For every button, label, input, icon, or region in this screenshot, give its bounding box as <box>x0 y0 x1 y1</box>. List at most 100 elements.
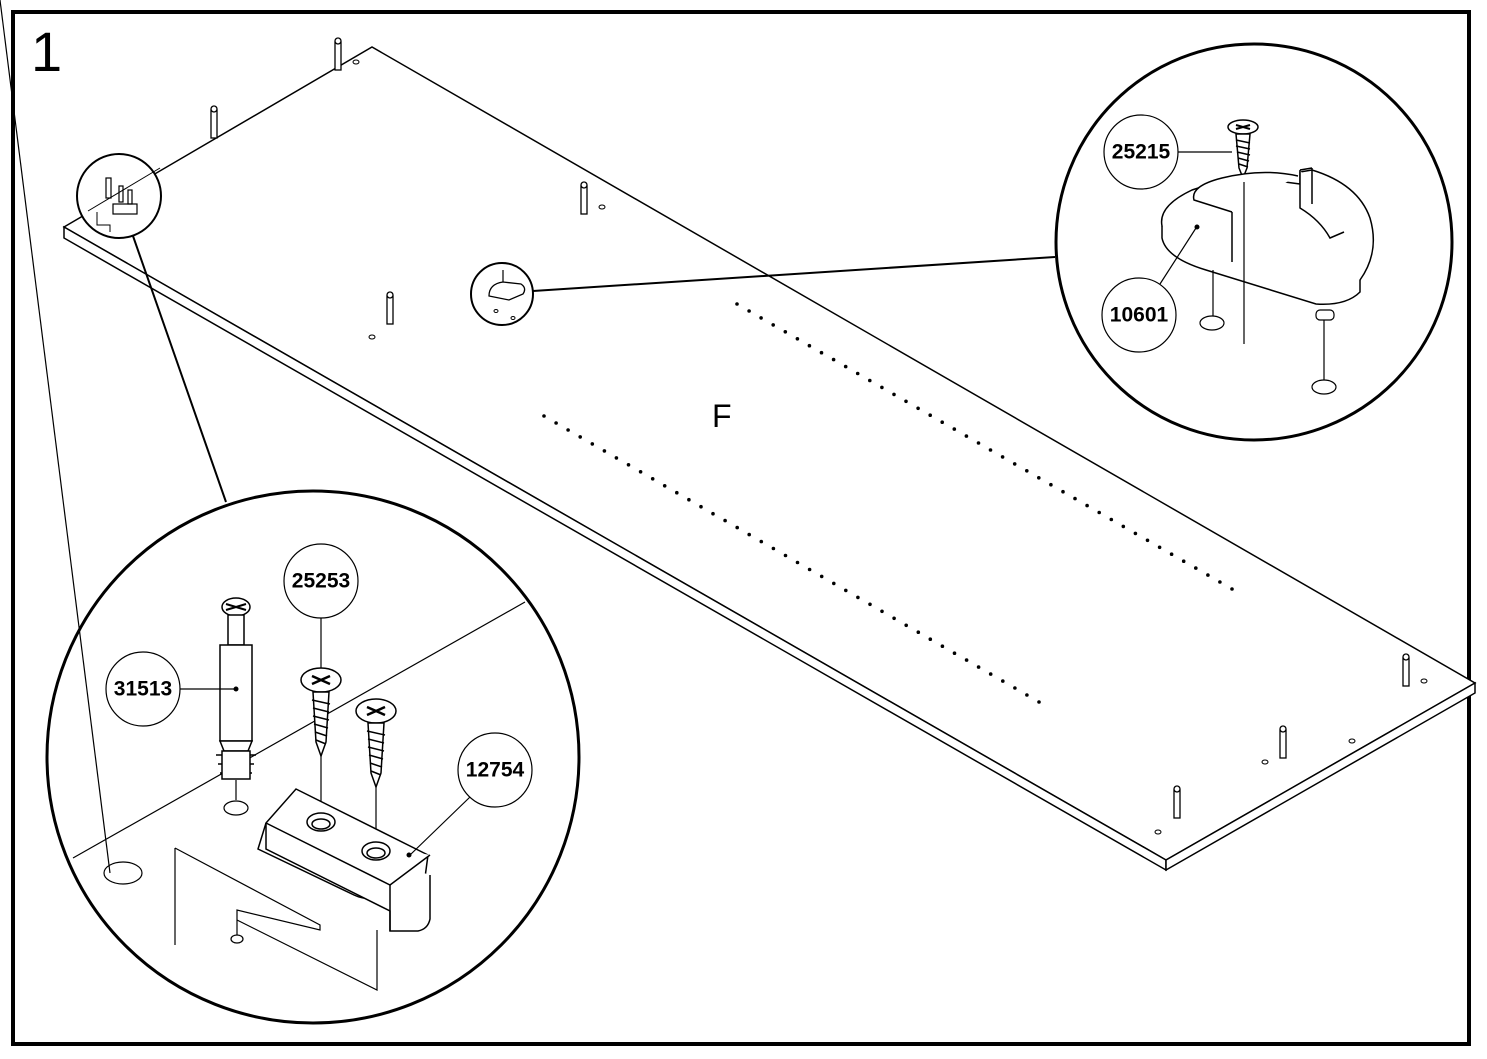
panel-label: F <box>712 398 732 434</box>
part-label-25253: 25253 <box>291 569 351 593</box>
shelf-pin-hole <box>795 560 800 565</box>
shelf-pin-hole <box>976 665 981 669</box>
shelf-pin-hole <box>832 581 836 586</box>
shelf-pin-hole <box>735 525 739 530</box>
shelf-pin-hole <box>904 399 908 404</box>
small-callout-connector <box>76 153 227 503</box>
shelf-pin-hole <box>1025 693 1029 697</box>
shelf-pin-hole <box>819 574 824 579</box>
shelf-pin-hole <box>855 371 860 376</box>
shelf-pin-hole <box>699 504 703 509</box>
shelf-pin-hole <box>1012 462 1017 466</box>
shelf-pin-hole <box>940 644 945 648</box>
shelf-pin-hole <box>542 414 546 418</box>
shelf-pin-hole <box>1013 686 1017 690</box>
shelf-pin-hole <box>771 546 776 551</box>
step-number: 1 <box>31 20 63 83</box>
shelf-pin-hole <box>614 456 619 460</box>
hole-row-upper <box>735 302 1234 591</box>
board-holes <box>352 59 1428 835</box>
shelf-pin-hole <box>892 392 896 397</box>
dowel-top-2 <box>210 105 218 139</box>
shelf-pin-hole <box>1037 700 1041 704</box>
shelf-pin-hole <box>662 484 667 488</box>
shelf-pin-hole <box>1194 566 1198 570</box>
shelf-pin-hole <box>1145 538 1150 543</box>
shelf-pin-hole <box>1037 476 1041 480</box>
shelf-pin-hole <box>1049 482 1053 487</box>
shelf-pin-hole <box>602 449 607 453</box>
shelf-pin-hole <box>795 337 800 341</box>
shelf-pin-hole <box>759 539 764 544</box>
shelf-pin-hole <box>952 651 957 655</box>
shelf-pin-hole <box>783 553 788 558</box>
shelf-pin-hole <box>952 427 957 431</box>
shelf-pin-hole <box>916 406 920 411</box>
shelf-pin-hole <box>675 490 679 495</box>
shelf-pin-hole <box>687 497 691 502</box>
part-label-31513: 31513 <box>113 677 173 701</box>
small-callout-bracket <box>470 256 1056 326</box>
shelf-pin-hole <box>928 637 933 641</box>
shelf-pin-hole <box>1218 580 1222 584</box>
dowel-top-1 <box>334 37 342 71</box>
shelf-pin-hole <box>759 316 763 320</box>
shelf-pin-hole <box>831 357 836 362</box>
shelf-pin-hole <box>904 623 908 628</box>
shelf-pin-hole <box>892 616 896 621</box>
shelf-pin-hole <box>1097 510 1101 515</box>
shelf-pin-hole <box>747 532 751 537</box>
shelf-pin-hole <box>819 350 824 355</box>
shelf-pin-hole <box>880 609 884 614</box>
shelf-pin-hole <box>1133 531 1138 536</box>
shelf-pin-hole <box>783 330 788 334</box>
shelf-pin-hole <box>1157 545 1162 550</box>
shelf-pin-hole <box>928 413 932 418</box>
shelf-pin-hole <box>1085 503 1089 508</box>
shelf-pin-hole <box>868 602 872 607</box>
part-label-12754: 12754 <box>465 758 525 782</box>
shelf-pin-hole <box>566 428 570 432</box>
shelf-pin-hole <box>1001 679 1005 683</box>
shelf-pin-hole <box>1181 559 1186 563</box>
cam-pin-31513 <box>216 597 256 780</box>
shelf-pin-hole <box>868 378 872 383</box>
shelf-pin-hole <box>988 448 993 452</box>
board-dowels <box>210 37 1410 819</box>
shelf-pin-hole <box>964 434 969 438</box>
shelf-pin-hole <box>940 420 944 425</box>
shelf-pin-hole <box>1000 455 1005 459</box>
callout-circle-left <box>0 0 581 1025</box>
screw-25253 <box>300 667 342 812</box>
shelf-pin-hole <box>747 309 751 313</box>
shelf-pin-hole <box>807 343 812 348</box>
shelf-pin-hole <box>1073 496 1077 501</box>
shelf-pin-hole <box>843 364 848 369</box>
bracket-10601 <box>1160 167 1375 305</box>
dowel-right-2 <box>1279 725 1287 759</box>
shelf-pin-hole <box>735 302 739 306</box>
shelf-pin-hole <box>1169 552 1174 556</box>
shelf-pin-hole <box>650 477 655 481</box>
shelf-pin-hole <box>1121 524 1126 529</box>
shelf-pin-hole <box>964 658 969 662</box>
shelf-pin-hole <box>590 442 595 446</box>
shelf-pin-hole <box>1206 573 1210 577</box>
dowel-mid-1 <box>580 181 588 215</box>
shelf-pin-hole <box>807 567 812 572</box>
instruction-frame <box>11 10 1471 1046</box>
block-12754 <box>257 788 431 932</box>
shelf-pin-hole <box>1230 587 1234 591</box>
hole-row-lower <box>542 414 1041 704</box>
shelf-pin-hole <box>626 463 631 467</box>
screw-25215 <box>1227 119 1259 181</box>
shelf-pin-hole <box>856 595 860 600</box>
shelf-pin-hole <box>988 672 993 676</box>
board-panel-f <box>62 46 1477 872</box>
shelf-pin-hole <box>1061 489 1065 494</box>
bracket-pins <box>1199 182 1337 395</box>
shelf-pin-hole <box>578 435 582 439</box>
callout-circle-right <box>1054 42 1454 442</box>
shelf-pin-hole <box>638 470 643 474</box>
